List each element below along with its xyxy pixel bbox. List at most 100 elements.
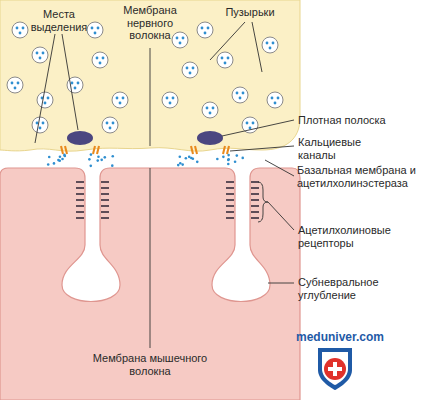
acetylcholine-dot	[179, 42, 182, 45]
acetylcholine-dot	[272, 42, 275, 45]
vesicle	[267, 92, 283, 108]
part-label: Мембрана нервного волокна	[108, 4, 192, 42]
calcium-channels	[61, 146, 229, 154]
acetylcholine-dot	[63, 154, 66, 157]
acetylcholine-dot	[42, 122, 45, 125]
acetylcholine-dot	[185, 157, 188, 160]
part-label: Места выделения	[22, 8, 96, 33]
vesicle	[92, 52, 108, 68]
acetylcholine-dot	[36, 122, 39, 125]
vesicle	[112, 92, 128, 108]
acetylcholine-dot	[224, 62, 227, 65]
site-logo	[318, 348, 352, 390]
acetylcholine-dot	[227, 159, 230, 162]
acetylcholine-dot	[100, 159, 103, 162]
acetylcholine-dot	[44, 102, 47, 105]
muscle-fiber	[0, 168, 300, 400]
receptor-mark	[226, 217, 234, 219]
dense-bar	[197, 131, 223, 145]
receptor-mark	[226, 211, 234, 213]
vesicle	[197, 22, 213, 38]
vesicle	[232, 87, 248, 103]
acetylcholine-dot	[48, 156, 51, 159]
acetylcholine-dot	[227, 163, 230, 166]
acetylcholine-dot	[182, 37, 185, 40]
acetylcholine-dot	[109, 127, 112, 130]
vesicle-membrane	[267, 92, 283, 108]
receptor-mark	[101, 211, 109, 213]
acetylcholine-dot	[47, 97, 50, 100]
vesicle	[32, 47, 48, 63]
acetylcholine-dot	[96, 159, 99, 162]
vesicle-membrane	[182, 62, 198, 78]
acetylcholine-dots	[47, 153, 244, 167]
vesicle-membrane	[202, 102, 218, 118]
acetylcholine-dot	[99, 62, 102, 65]
acetylcholine-dot	[88, 158, 91, 161]
receptor-mark	[251, 181, 259, 183]
vesicle-membrane	[37, 92, 53, 108]
acetylcholine-dot	[179, 162, 182, 165]
acetylcholine-dot	[61, 158, 64, 161]
acetylcholine-dot	[209, 112, 212, 115]
acetylcholine-dot	[196, 161, 199, 164]
vesicle-membrane	[32, 117, 48, 133]
vesicle-membrane	[162, 92, 178, 108]
acetylcholine-dot	[89, 165, 92, 168]
acetylcholine-dot	[96, 57, 99, 60]
receptor-mark	[251, 217, 259, 219]
acetylcholine-dot	[169, 102, 172, 105]
acetylcholine-dot	[186, 67, 189, 70]
receptor-mark	[101, 199, 109, 201]
receptor-mark	[76, 211, 84, 213]
receptor-mark	[251, 187, 259, 189]
acetylcholine-dot	[59, 156, 62, 159]
acetylcholine-dot	[181, 163, 184, 166]
vesicle-membrane	[32, 47, 48, 63]
vesicle	[162, 92, 178, 108]
vesicle-membrane	[172, 32, 188, 48]
acetylcholine-dot	[179, 155, 182, 158]
acetylcholine-dot	[192, 158, 195, 161]
acetylcholine-dot	[189, 72, 192, 75]
nerve-terminal	[0, 0, 300, 151]
acetylcholine-dot	[212, 107, 215, 110]
acetylcholine-dot	[36, 52, 39, 55]
acetylcholine-dot	[119, 102, 122, 105]
vesicle	[172, 32, 188, 48]
vesicle-membrane	[197, 22, 213, 38]
acetylcholine-dot	[104, 156, 107, 159]
acetylcholine-receptors	[76, 182, 259, 218]
vesicle	[7, 77, 23, 93]
acetylcholine-dot	[277, 97, 280, 100]
acetylcholine-dot	[22, 27, 25, 30]
acetylcholine-dot	[252, 122, 255, 125]
part-label: Мембрана мышечного волокна	[92, 352, 208, 377]
acetylcholine-dot	[112, 122, 115, 125]
acetylcholine-dot	[274, 102, 277, 105]
acetylcholine-dot	[221, 57, 224, 60]
receptor-mark	[76, 199, 84, 201]
vesicle	[12, 22, 28, 38]
acetylcholine-dot	[236, 154, 239, 157]
acetylcholine-dot	[91, 27, 94, 30]
acetylcholine-dot	[206, 107, 209, 110]
receptor-mark	[226, 193, 234, 195]
vesicle-membrane	[12, 22, 28, 38]
acetylcholine-dot	[11, 82, 14, 85]
acetylcholine-dot	[242, 92, 245, 95]
acetylcholine-dot	[16, 27, 19, 30]
acetylcholine-dot	[236, 92, 239, 95]
acetylcholine-dot	[249, 127, 252, 130]
vesicle-membrane	[7, 77, 23, 93]
vesicle-membrane	[92, 52, 108, 68]
receptor-mark	[101, 205, 109, 207]
acetylcholine-dot	[204, 32, 207, 35]
watermark: meduniver.com	[296, 331, 418, 344]
part-label: Ацетилхолиновые рецепторы	[298, 224, 402, 249]
acetylcholine-dot	[111, 155, 114, 158]
acetylcholine-dot	[71, 82, 74, 85]
acetylcholine-dot	[222, 156, 225, 159]
acetylcholine-dot	[42, 52, 45, 55]
acetylcholine-dot	[47, 163, 50, 166]
